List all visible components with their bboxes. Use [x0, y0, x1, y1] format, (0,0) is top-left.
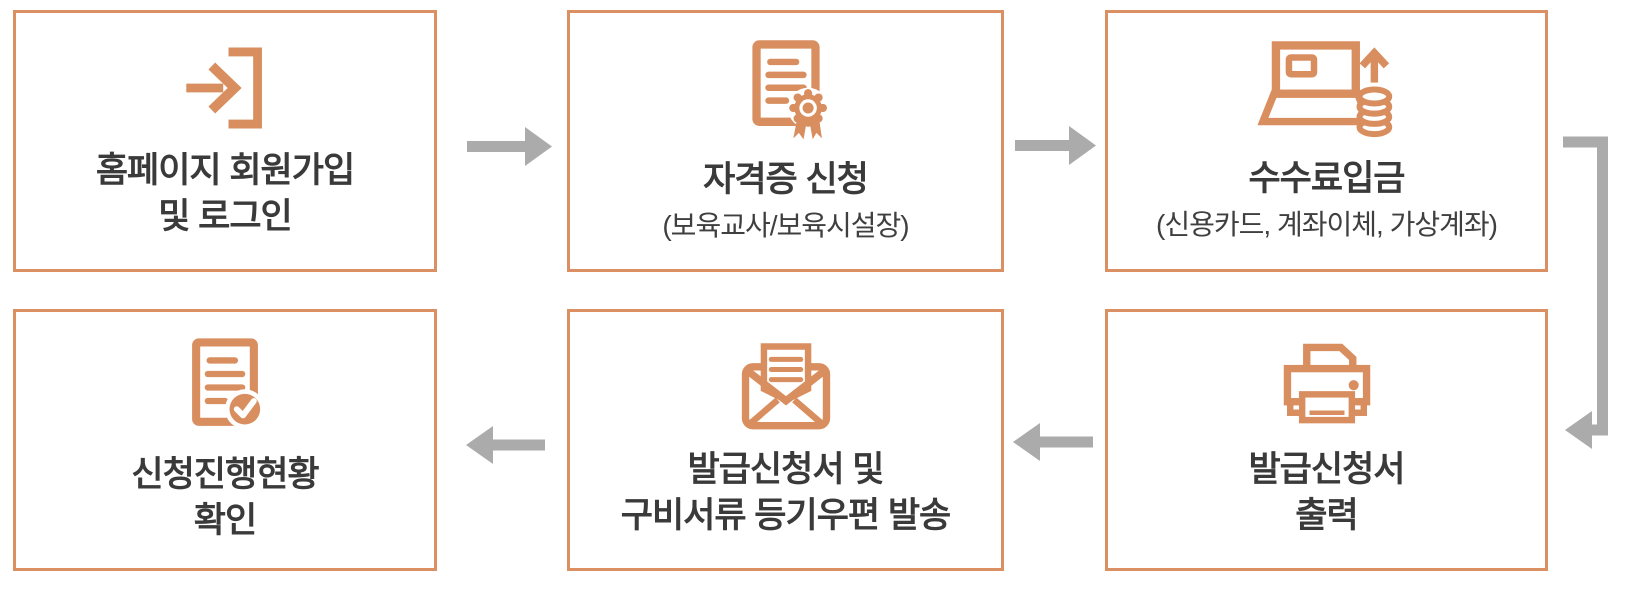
step-box-progress-check: 신청진행현황 확인	[13, 309, 437, 571]
step-box-certificate-apply: 자격증 신청 (보육교사/보육시설장)	[567, 10, 1004, 272]
step-title-line: 신청진행현황	[131, 454, 319, 494]
arrow-3-elbow	[1563, 136, 1608, 449]
step-title-line: 자격증 신청	[703, 159, 869, 199]
step-title-line: 구비서류 등기우편 발송	[620, 496, 951, 535]
step-box-print-application: 발급신청서 출력	[1105, 309, 1548, 571]
arrow-1-right	[467, 127, 552, 166]
mail-icon	[740, 341, 832, 433]
step-box-fee-deposit: 수수료입금 (신용카드, 계좌이체, 가상계좌)	[1105, 10, 1548, 272]
printer-icon	[1281, 341, 1373, 433]
step-title-line: 수수료입금	[1248, 159, 1405, 198]
step-title-line: 출력	[1295, 496, 1358, 535]
step-subtitle: (보육교사/보육시설장)	[662, 209, 909, 241]
certificate-icon	[738, 38, 834, 143]
step-title-line: 발급신청서 및	[687, 450, 885, 489]
laptop-payment-icon	[1256, 38, 1397, 142]
arrow-5-left	[466, 426, 545, 464]
step-title-line: 확인	[193, 500, 257, 540]
step-subtitle: (신용카드, 계좌이체, 가상계좌)	[1156, 209, 1498, 240]
arrow-2-right	[1015, 126, 1096, 165]
document-check-icon	[178, 337, 272, 438]
step-box-signup-login: 홈페이지 회원가입 및 로그인	[13, 10, 437, 272]
arrow-4-left	[1013, 423, 1093, 461]
step-title-line: 및 로그인	[158, 197, 293, 236]
step-title-line: 홈페이지 회원가입	[95, 151, 355, 190]
step-title-line: 발급신청서	[1248, 450, 1405, 489]
login-icon	[181, 42, 269, 134]
step-box-mail-documents: 발급신청서 및 구비서류 등기우편 발송	[567, 309, 1004, 571]
